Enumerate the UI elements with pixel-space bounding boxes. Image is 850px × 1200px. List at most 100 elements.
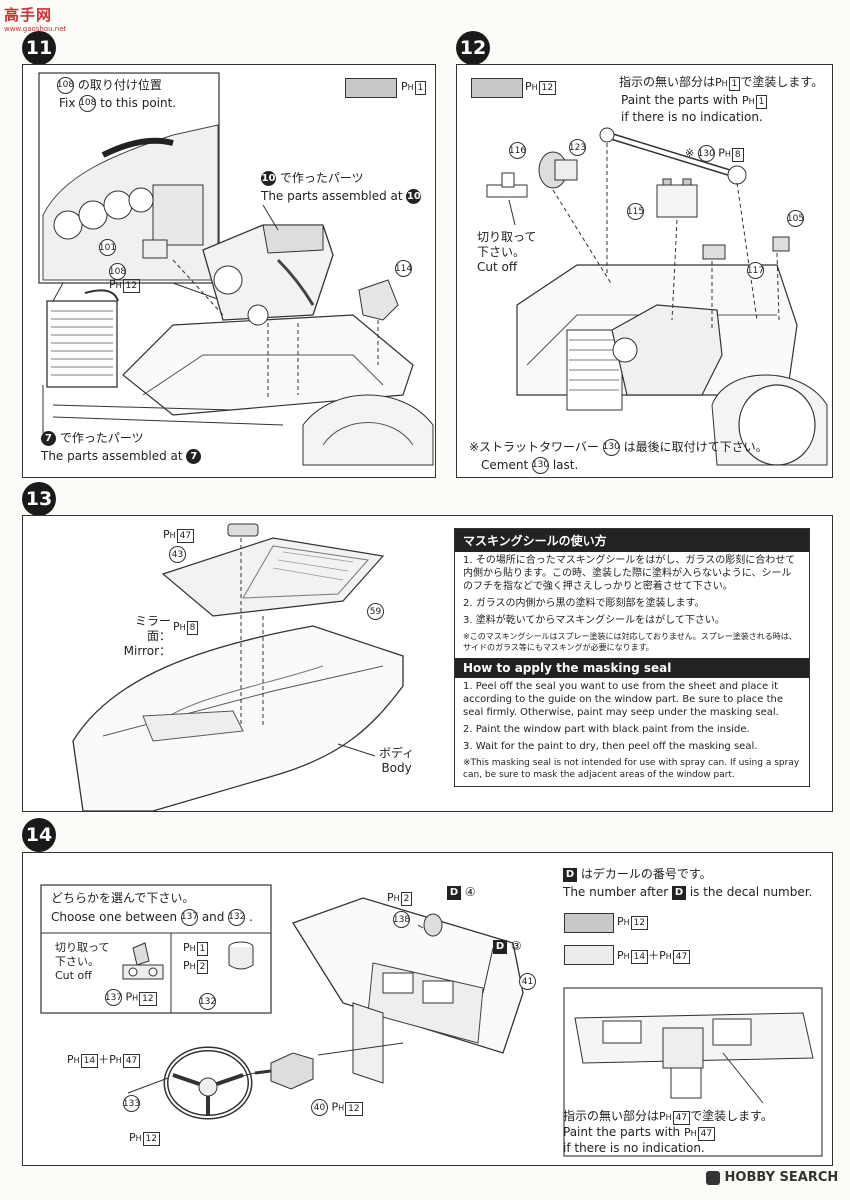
part-108-callout-en: 108 xyxy=(79,95,96,112)
part-130-paint: 8 xyxy=(731,147,744,162)
choose-137-num: 137 xyxy=(181,909,198,926)
masking-en-item-1: 1. Peel off the seal you want to use fro… xyxy=(463,681,783,718)
assembled-10-label-en: The parts assembled at 10 xyxy=(261,189,422,204)
step-13-drawing xyxy=(72,523,404,811)
assembled-10-en: The parts assembled at xyxy=(261,189,403,203)
part-43-paint-num: 47 xyxy=(176,529,195,543)
part-105-num: 105 xyxy=(787,210,804,227)
part-133-paint-1: 14 xyxy=(80,1054,99,1068)
logo-text: 高手网 xyxy=(4,6,53,24)
strut-en-b: last. xyxy=(552,458,579,472)
paint-number: 1 xyxy=(414,81,427,95)
assembled-10-label-jp: 10 で作ったパーツ xyxy=(261,171,364,186)
body-label: ボディ Body xyxy=(379,746,414,776)
part-123-callout: 123 xyxy=(569,137,586,156)
masking-jp-item-2: 2. ガラスの内側から黒の塗料で彫刻部を塗装します。 xyxy=(463,598,705,609)
decal-4-num: ④ xyxy=(464,885,476,899)
step-14-panel: どちらかを選んで下さい。 Choose one between 137 and … xyxy=(22,852,833,1166)
step-ref-7-icon: 7 xyxy=(41,431,56,446)
assembled-7-jp: で作ったパーツ xyxy=(59,431,144,445)
fix-108-label-en: Fix 108 to this point. xyxy=(59,95,176,112)
part-41-num: 41 xyxy=(519,973,536,990)
masking-en-item-2: 2. Paint the window part with black pain… xyxy=(463,724,750,735)
part-114-callout: 114 xyxy=(395,258,412,277)
strut-jp-b: は最後に取付けて下さい。 xyxy=(623,440,768,454)
logo-url: www.gaoshou.net xyxy=(4,25,67,33)
step-11-drawing xyxy=(38,72,434,466)
fix-108-jp-text: の取り付け位置 xyxy=(77,78,162,92)
mirror-paint-num: 8 xyxy=(186,621,199,635)
swatch-light-num-b: 47 xyxy=(672,950,691,964)
decal-note-jp: D はデカールの番号です。 xyxy=(563,867,712,882)
part-117-callout: 117 xyxy=(747,260,764,279)
part-59-callout: 59 xyxy=(367,601,384,620)
decal-4-label: D ④ xyxy=(447,885,476,900)
part-133-callout: 133 xyxy=(123,1093,140,1112)
step14-cut-note: 切り取って 下さい。 Cut off xyxy=(55,941,109,983)
strut-bar-note-en: Cement 130 last. xyxy=(481,457,578,474)
part-101-num: 101 xyxy=(99,239,116,256)
part-130-num: 130 xyxy=(698,145,715,162)
part-41-callout: 41 xyxy=(519,971,536,990)
masking-en-note: ※This masking seal is not intended for u… xyxy=(463,758,800,780)
s14-cut-jp2: 下さい。 xyxy=(55,955,99,968)
decal-jp-text: はデカールの番号です。 xyxy=(580,867,712,881)
cut-jp2: 下さい。 xyxy=(477,245,526,259)
part-133-paint-3: 12 xyxy=(142,1132,161,1146)
s14-note-en-a: Paint the parts with xyxy=(563,1125,681,1139)
note-jp-b: で塗装します。 xyxy=(740,75,824,89)
paint-swatch-grey-12 xyxy=(471,78,523,98)
part-132-paint-1-num: 1 xyxy=(196,942,209,956)
masking-title-en: How to apply the masking seal xyxy=(455,658,809,678)
choose-132-num: 132 xyxy=(228,909,245,926)
mirror-jp: ミラー面： xyxy=(134,614,171,643)
part-137-paint: 12 xyxy=(139,991,157,1006)
plus-sign-2: ＋ xyxy=(98,1053,110,1066)
hobby-search-watermark: HOBBY SEARCH xyxy=(706,1170,838,1185)
part-40-num: 40 xyxy=(311,1099,328,1116)
part-59-num: 59 xyxy=(367,603,384,620)
plus-sign: ＋ xyxy=(648,949,660,962)
mirror-en: Mirror： xyxy=(123,644,171,658)
strut-en-a: Cement xyxy=(481,458,529,472)
masking-title-jp: マスキングシールの使い方 xyxy=(455,529,809,552)
note-jp-a: 指示の無い部分は xyxy=(619,75,716,89)
decal-d-icon: D xyxy=(447,885,461,900)
part-116-callout: 116 xyxy=(509,140,526,159)
assembled-10-jp: で作ったパーツ xyxy=(279,171,364,185)
step-13-badge: 13 xyxy=(22,482,56,516)
step-12-drawing xyxy=(486,127,828,466)
masking-instructions: マスキングシールの使い方 1. その場所に合ったマスキングシールをはがし、ガラス… xyxy=(454,528,810,787)
paint-swatch-grey xyxy=(345,78,397,98)
part-108-callout: 108 xyxy=(57,77,74,94)
fix-en-b: to this point. xyxy=(100,96,177,110)
part-108-paint-num: 12 xyxy=(122,279,141,293)
s14-note-num: 47 xyxy=(672,1111,691,1125)
note-paint-num-en: 1 xyxy=(755,95,768,109)
part-138-callout: 138 xyxy=(393,909,410,928)
step-ref-10-icon: 10 xyxy=(261,171,276,186)
part-105-callout: 105 xyxy=(787,208,804,227)
part-43-callout: 43 xyxy=(169,544,186,563)
swatch-grey-num: 12 xyxy=(630,916,649,930)
part-114-num: 114 xyxy=(395,260,412,277)
choose-one-jp: どちらかを選んで下さい。 xyxy=(51,891,195,905)
masking-jp-item-1: 1. その場所に合ったマスキングシールをはがし、ガラスの彫刻に合わせて内側から貼… xyxy=(463,555,796,592)
star-mark: ※ xyxy=(685,146,695,160)
swatch-light-num-a: 14 xyxy=(630,950,649,964)
decal-en-b: is the decal number. xyxy=(689,885,813,899)
